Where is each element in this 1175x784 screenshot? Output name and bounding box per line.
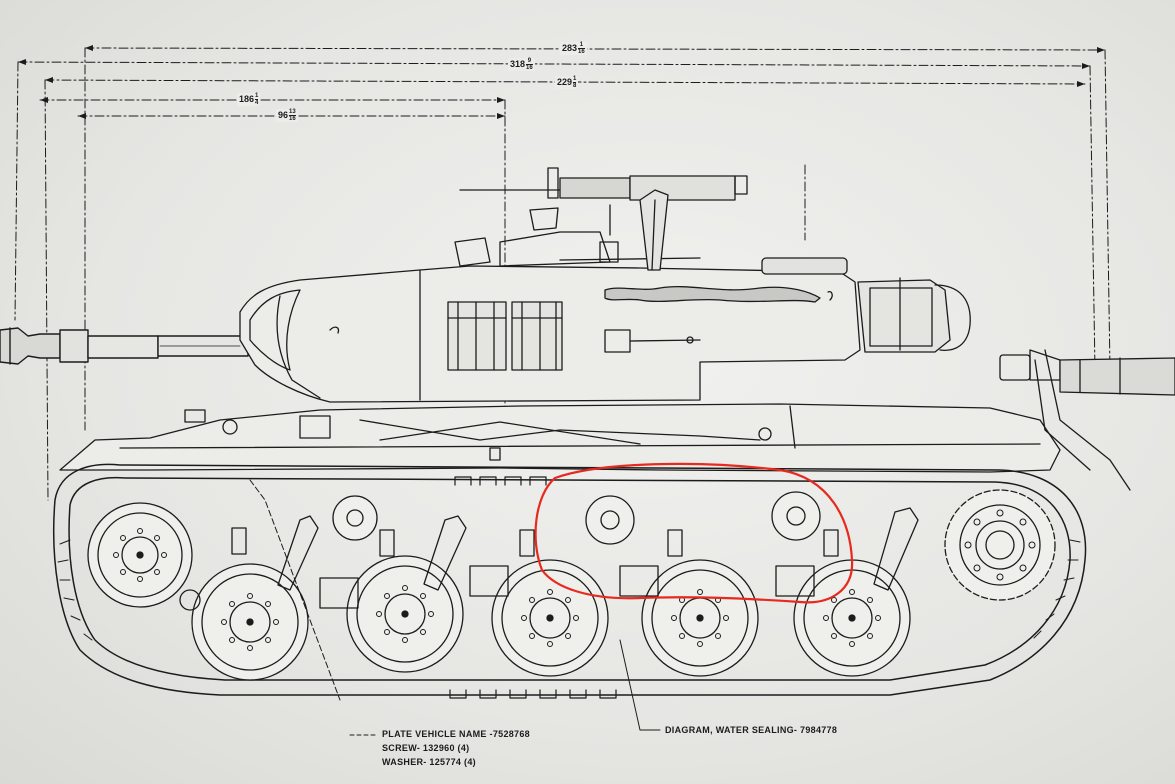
turret <box>239 207 971 403</box>
road-wheel-1 <box>191 563 309 681</box>
suspension <box>179 507 919 611</box>
road-wheel-2 <box>346 555 464 673</box>
wheel-bolts <box>113 509 1036 651</box>
return-rollers <box>332 491 821 545</box>
red-highlight-circle <box>534 462 854 604</box>
machine-gun <box>459 167 748 271</box>
track <box>52 463 1087 699</box>
callout-washer: WASHER- 125774 (4) <box>382 757 476 767</box>
leader-lines <box>249 479 661 736</box>
main-gun <box>0 327 249 365</box>
idler-wheel <box>87 502 193 608</box>
road-wheels <box>87 489 1056 681</box>
road-wheel-4 <box>641 559 759 677</box>
callout-screw: SCREW- 132960 (4) <box>382 743 470 753</box>
hull <box>59 349 1175 491</box>
dimension-arrows <box>18 45 1105 119</box>
callout-plate-vehicle-name: PLATE VEHICLE NAME -7528768 <box>382 729 530 739</box>
road-wheel-5 <box>793 559 911 677</box>
drive-sprocket <box>944 489 1056 601</box>
road-wheel-3 <box>491 559 609 677</box>
callout-diagram-water-sealing: DIAGRAM, WATER SEALING- 7984778 <box>665 725 838 735</box>
